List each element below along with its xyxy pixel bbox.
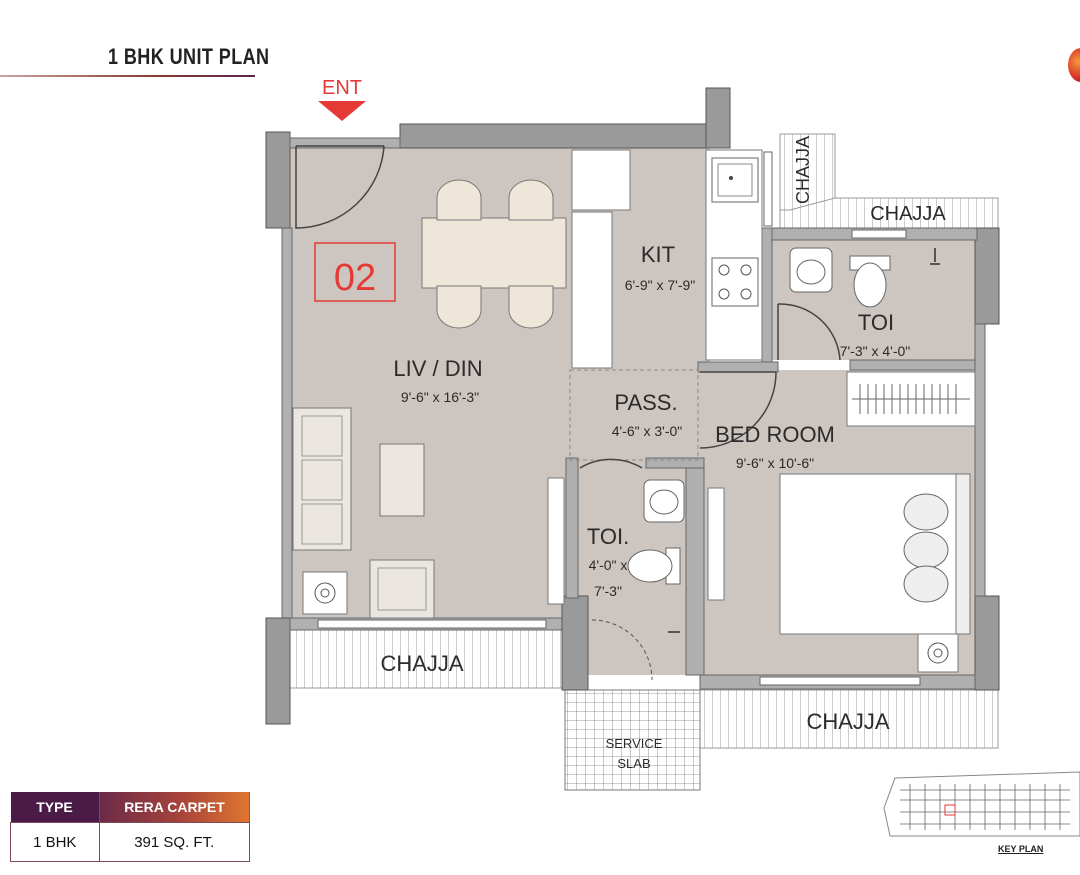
entry-arrow	[318, 101, 366, 121]
page-title: 1 BHK UNIT PLAN	[108, 44, 270, 69]
window-living-bottom	[317, 619, 547, 629]
small-toilet-door-swing	[579, 458, 643, 469]
wall-service-pier	[561, 595, 589, 691]
wall-left-lower	[265, 617, 291, 725]
wall-left-mid	[281, 227, 293, 621]
chajja-top-right-label: CHAJJA	[870, 203, 946, 225]
key-plan-thumbnail	[883, 771, 1080, 837]
bedroom-door-swing	[699, 371, 777, 449]
toilet-main-name: TOI	[858, 310, 894, 335]
brand-logo	[1068, 48, 1080, 82]
table-cell-type: 1 BHK	[10, 822, 100, 862]
service-slab-line2: SLAB	[617, 756, 650, 771]
wall-small-toilet-right	[685, 459, 705, 676]
wall-small-toilet-top	[645, 457, 705, 469]
chajja-bottom-left-label: CHAJJA	[380, 651, 463, 676]
toilet-small-size-1: 4'-0" x	[589, 557, 628, 573]
toilet-door-swing	[777, 303, 841, 361]
service-slab-line1: SERVICE	[606, 736, 663, 751]
pillows	[903, 493, 949, 603]
living-door-frame	[547, 477, 565, 605]
kitchen-size: 6'-9" x 7'-9"	[625, 277, 696, 293]
wall-top-left-lintel	[289, 137, 401, 149]
wardrobe-hangers	[859, 384, 957, 414]
dining-chair	[436, 285, 482, 329]
unit-number: 02	[334, 257, 376, 299]
coffee-table	[379, 443, 425, 517]
wall-right-mid	[974, 323, 986, 597]
kitchen-name: KIT	[641, 242, 675, 267]
wall-top	[399, 123, 731, 149]
unit-number-box	[314, 242, 396, 302]
wall-left-upper	[265, 131, 291, 229]
kitchen-counter-left	[571, 211, 613, 369]
table-cell-rera: 391 SQ. FT.	[98, 822, 250, 862]
passage-outline	[569, 369, 699, 461]
small-toilet-basin	[643, 479, 685, 523]
window-kitchen-right	[763, 151, 773, 227]
kitchen-sink	[711, 157, 759, 203]
bedroom-ac-unit	[917, 633, 959, 673]
window-toilet-top	[851, 229, 907, 239]
kitchen-hob	[711, 257, 759, 307]
passage-floor	[570, 370, 700, 460]
wall-kitchen-toilet	[761, 227, 773, 369]
chajja-bottom-left-area	[289, 629, 566, 689]
toilet-small-name: TOI.	[587, 524, 629, 549]
window-bedroom-bottom	[759, 676, 921, 686]
service-slab-area	[564, 689, 701, 791]
toilet-main-size: 7'-3" x 4'-0"	[840, 343, 911, 359]
bedroom-size: 9'-6" x 10'-6"	[736, 455, 814, 471]
armchair	[369, 559, 435, 619]
unit-spec-table: TYPE RERA CARPET 1 BHK 391 SQ. FT.	[10, 792, 250, 862]
dining-chair	[508, 285, 554, 329]
chajja-vertical-area	[779, 133, 836, 211]
living-room-size: 9'-6" x 16'-3"	[401, 389, 479, 405]
living-ac-unit	[302, 571, 348, 615]
toilet-small-size-2: 7'-3"	[594, 583, 622, 599]
dining-table	[421, 217, 567, 289]
wall-shaft	[705, 87, 731, 149]
living-room-name: LIV / DIN	[393, 356, 482, 381]
dining-chair	[436, 179, 482, 221]
wall-toilet-bed	[849, 359, 976, 371]
dining-chair	[508, 179, 554, 221]
chajja-vertical-label: CHAJJA	[793, 136, 813, 204]
toilet-basin	[789, 247, 833, 293]
table-header-type: TYPE	[10, 792, 100, 823]
wall-right-upper	[974, 227, 1000, 325]
bedroom-door-frame	[707, 487, 725, 601]
passage-name: PASS.	[614, 390, 677, 415]
key-plan-label: KEY PLAN	[998, 844, 1044, 854]
chajja-bottom-right-label: CHAJJA	[806, 709, 889, 734]
entry-door-swing	[295, 145, 385, 229]
entry-label: ENT	[322, 77, 362, 99]
bedroom-name: BED ROOM	[715, 422, 835, 447]
passage-size: 4'-6" x 3'-0"	[612, 423, 683, 439]
kitchen-fridge	[571, 149, 631, 211]
table-header-rera: RERA CARPET	[99, 792, 250, 823]
wall-right-lower	[974, 595, 1000, 691]
wall-pass-bed	[697, 361, 779, 373]
wall-small-toilet-left	[565, 457, 579, 599]
title-underline	[0, 75, 255, 77]
